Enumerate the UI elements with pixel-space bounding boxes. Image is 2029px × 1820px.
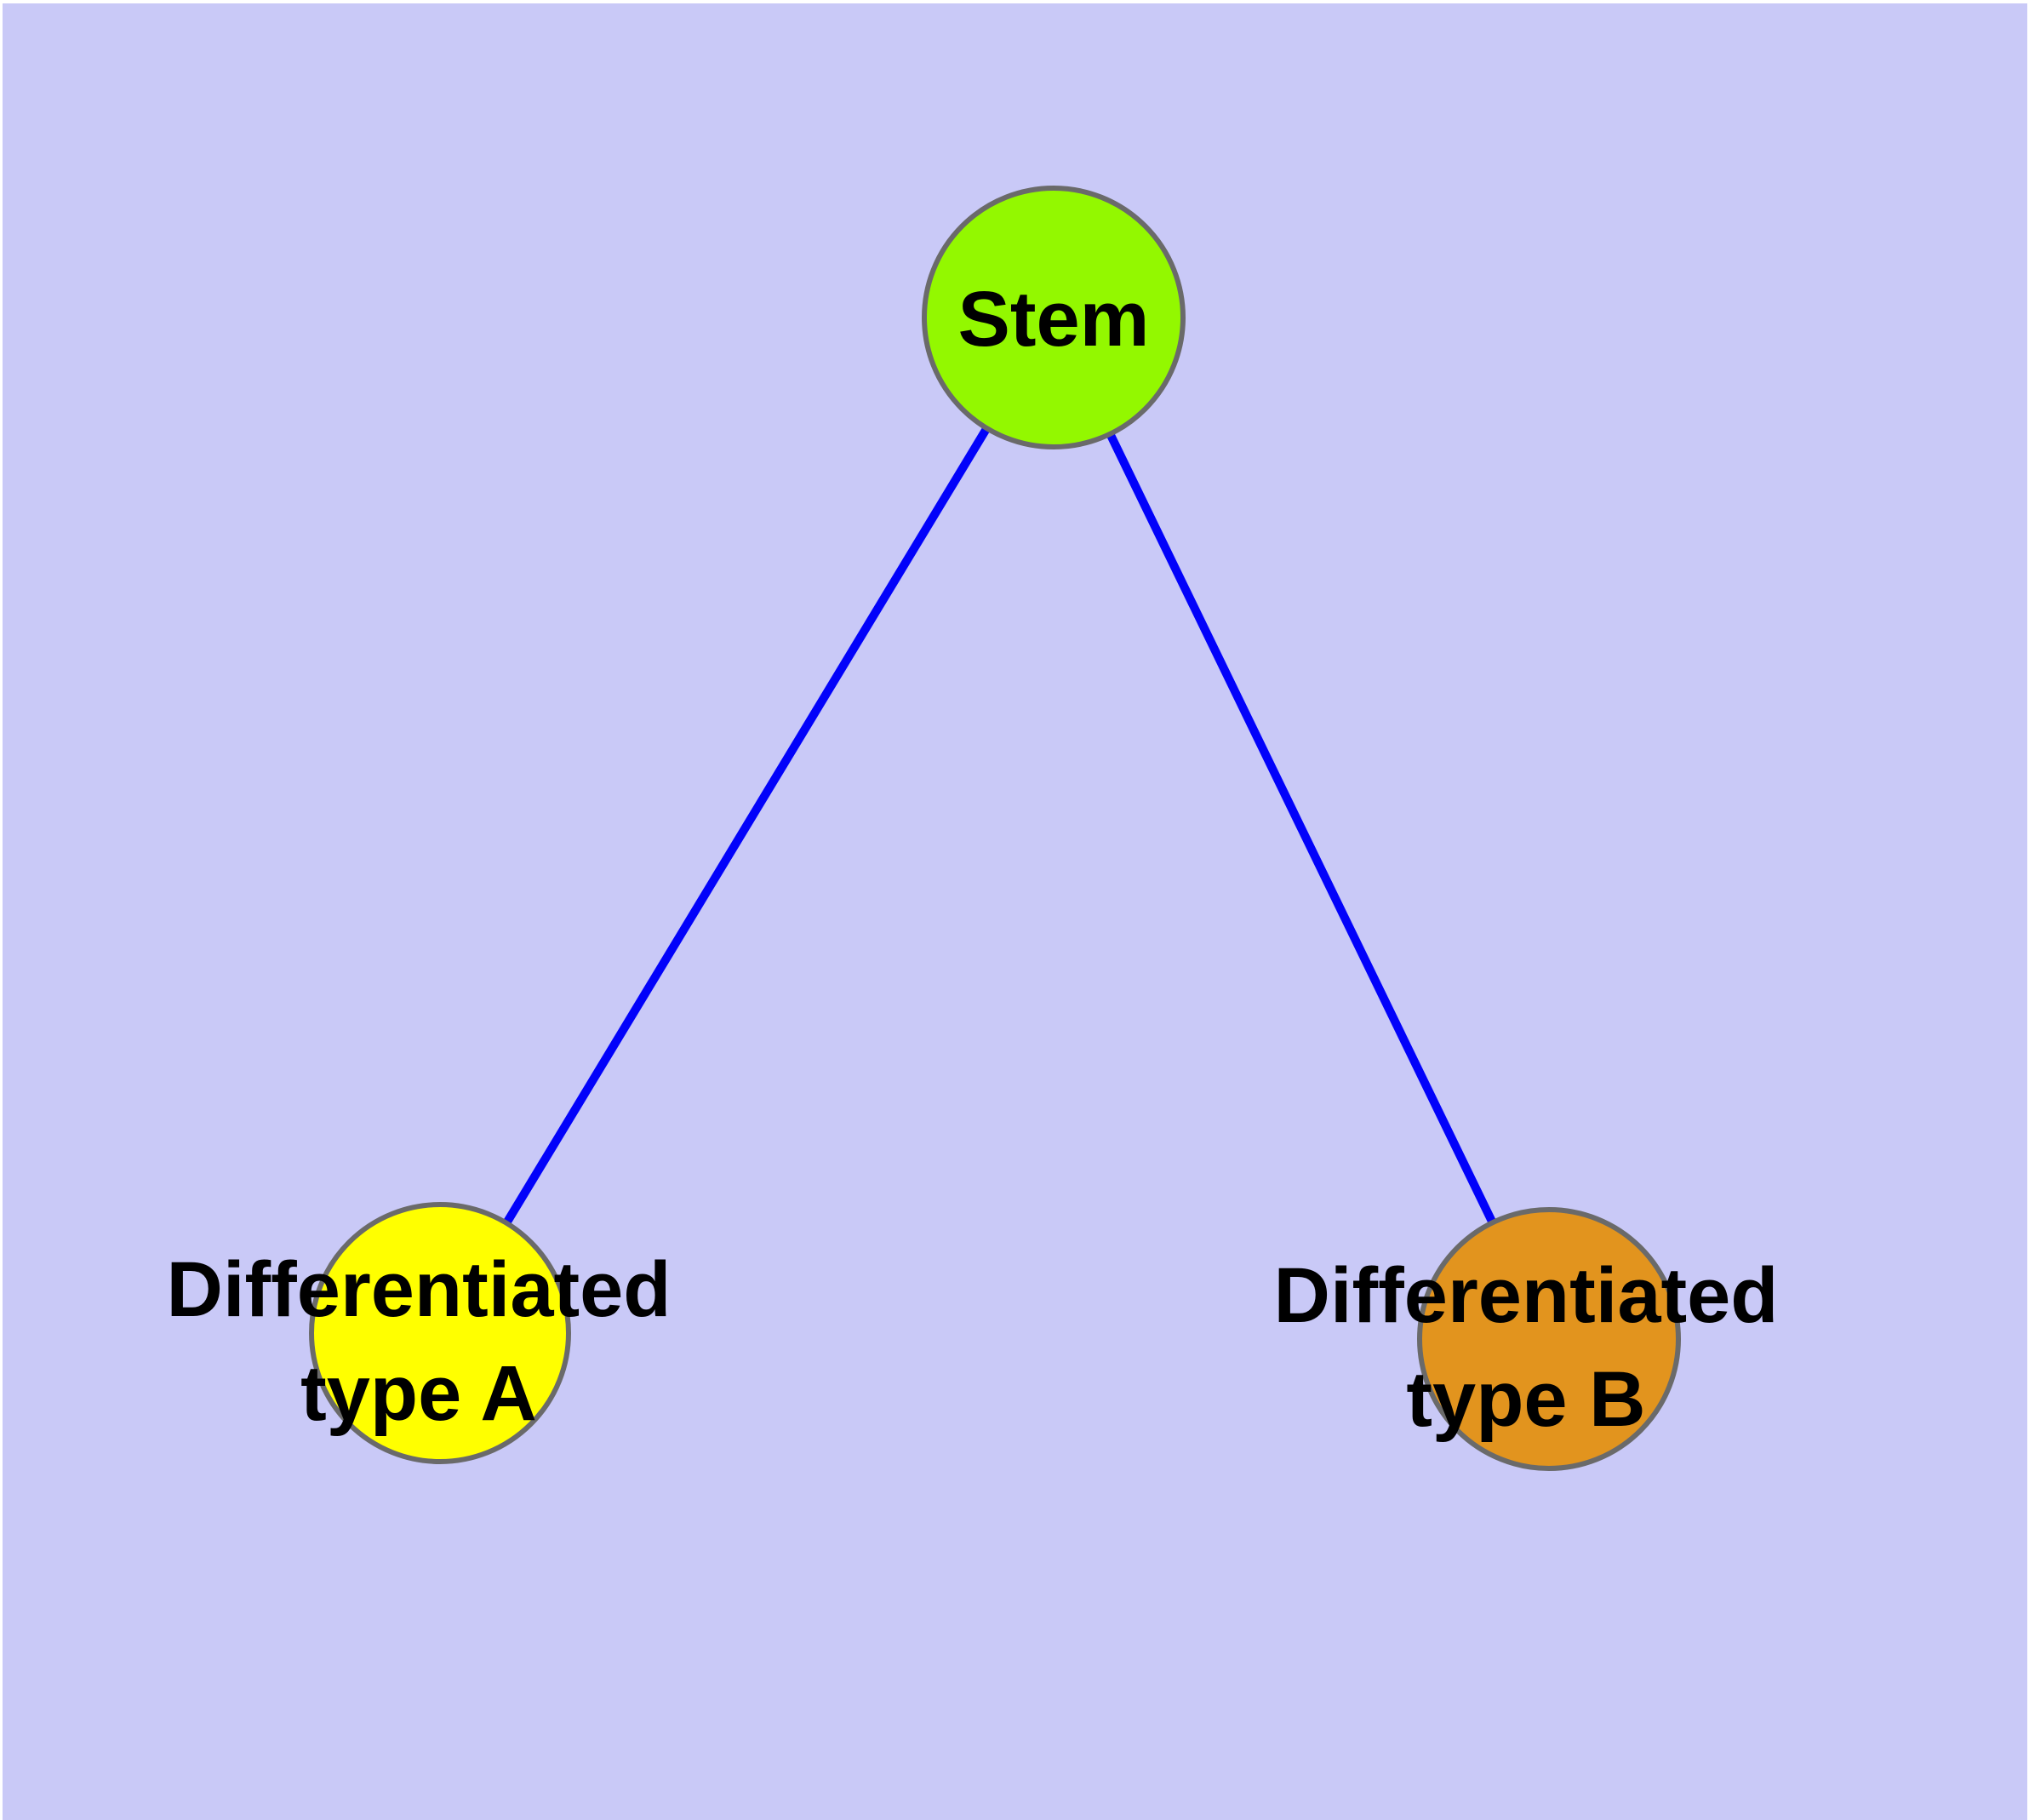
node-differentiated-type-b xyxy=(1417,1207,1681,1471)
node-type-a-label-line2: type A xyxy=(300,1350,537,1437)
node-type-a-label-line1: Differentiated xyxy=(167,1246,672,1333)
edge-stem-to-type-b xyxy=(1049,315,1553,1342)
node-differentiated-type-a xyxy=(309,1202,571,1464)
node-stem-label: Stem xyxy=(958,276,1150,363)
edge-stem-to-type-a xyxy=(436,315,1058,1336)
node-type-b-label-line2: type B xyxy=(1406,1356,1645,1443)
node-type-b-label-line1: Differentiated xyxy=(1274,1252,1779,1339)
node-stem xyxy=(922,186,1186,449)
